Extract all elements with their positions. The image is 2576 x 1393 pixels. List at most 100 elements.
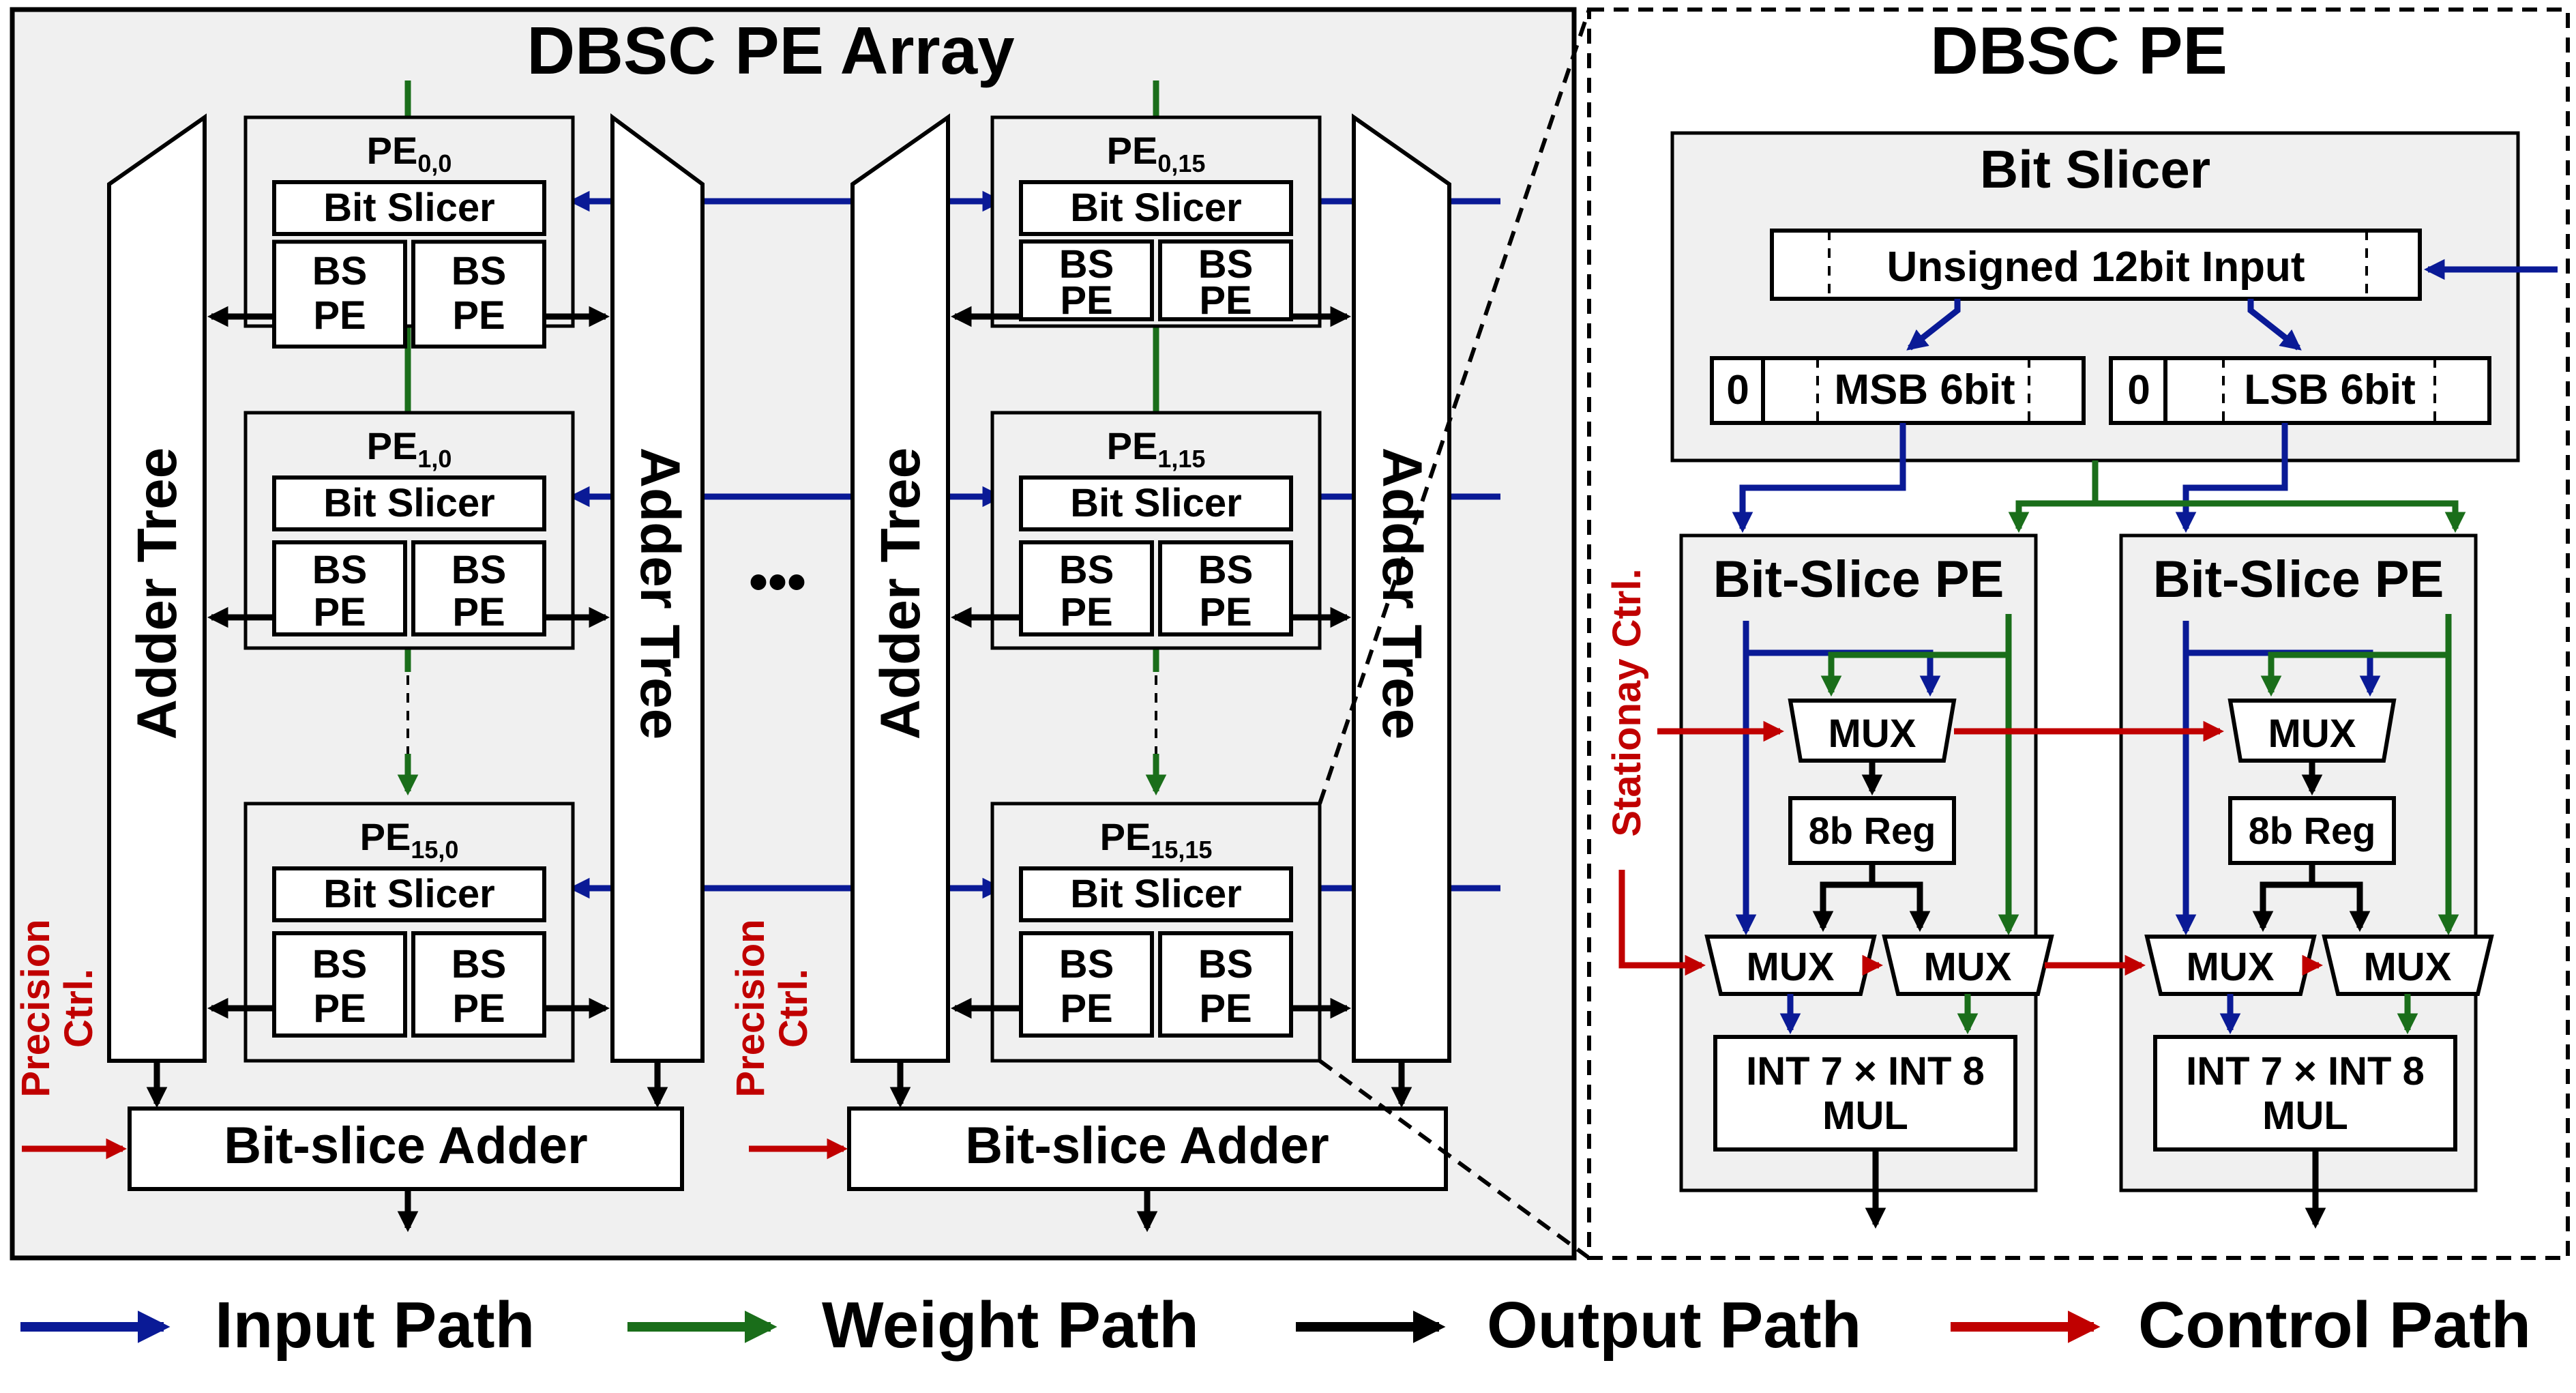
bs-pe-label: PE [1060, 590, 1112, 634]
mux-label: MUX [1829, 712, 1916, 756]
bit-slicer-label: Bit Slicer [1070, 481, 1241, 525]
bs-pe-label: PE [452, 986, 505, 1031]
svg-text:Precision: Precision [14, 919, 58, 1097]
weight-lines-col0 [397, 80, 1167, 796]
bs-pe-label: BS [312, 249, 368, 293]
mul-label: INT 7 × INT 8 [2186, 1049, 2425, 1094]
lsb-pad-zero: 0 [2127, 367, 2150, 413]
column-ellipsis: ••• [749, 551, 806, 612]
pe-block: PE15,0 Bit Slicer BS PE BS PE [243, 802, 575, 1063]
zoom-line [1318, 1059, 1590, 1260]
legend-control-path: Control Path [1951, 1289, 2531, 1362]
bs-pe-label: PE [452, 293, 505, 338]
adder-tree-label: Adder Tree [870, 448, 932, 739]
pe-block: PE15,15 Bit Slicer BS PE BS PE [990, 802, 1322, 1063]
bit-slicer-title: Bit Slicer [1980, 139, 2210, 199]
mux-label: MUX [1924, 945, 2012, 989]
mux-label: MUX [2364, 945, 2452, 989]
bs-pe-label: BS [1198, 548, 1254, 592]
bit-slice-adder [847, 1106, 1448, 1191]
svg-text:Stationay Ctrl.: Stationay Ctrl. [1605, 568, 1649, 836]
pe-label: PE15,0 [360, 815, 459, 864]
bs-pe-label: BS [451, 249, 507, 293]
bit-slicer-label: Bit Slicer [323, 872, 494, 916]
mux [2144, 935, 2317, 996]
bit-slice-adder [128, 1106, 684, 1191]
svg-text:Weight Path: Weight Path [822, 1289, 1199, 1362]
adder-tree-left [850, 113, 950, 1063]
svg-text:Control Path: Control Path [2138, 1289, 2531, 1362]
bs-pe-label: BS [312, 548, 368, 592]
legend-output-path: Output Path [1296, 1289, 1861, 1362]
stationary-ctrl: Stationay Ctrl. [1605, 568, 2324, 976]
bs-pe-label: PE [452, 590, 505, 634]
pe-label: PE1,0 [367, 424, 452, 473]
legend-weight-path: Weight Path [627, 1289, 1199, 1362]
lsb-register [2109, 356, 2491, 425]
msb-label: MSB 6bit [1834, 366, 2015, 413]
bit-slicer-label: Bit Slicer [1070, 872, 1241, 916]
pe-label: PE0,0 [367, 129, 452, 177]
bs-pe-label: PE [1199, 590, 1252, 634]
reg-label: 8b Reg [2249, 809, 2376, 852]
mul-label: MUL [2262, 1094, 2348, 1138]
svg-text:Output Path: Output Path [1487, 1289, 1861, 1362]
pe-array-title: DBSC PE Array [527, 13, 1014, 88]
mux-label: MUX [2268, 712, 2356, 756]
bs-pe-label: BS [1059, 942, 1114, 986]
pe-label: PE0,15 [1107, 129, 1206, 177]
adder-tree-right [610, 113, 705, 1063]
legend: Input Path Weight Path Output Path Contr… [20, 1289, 2531, 1362]
bit-slice-pe: Bit-Slice PE MUX 8b Reg MUX MUX INT 7 × … [1679, 533, 2054, 1229]
mux-label: MUX [1747, 945, 1835, 989]
pe-block: PE1,15 Bit Slicer BS PE BS PE [990, 411, 1322, 650]
zoom-line [1318, 9, 1591, 804]
bit-slicer-label: Bit Slicer [323, 481, 494, 525]
bs-pe-label: PE [1199, 278, 1252, 323]
bit-slice-adder-label: Bit-slice Adder [224, 1117, 588, 1175]
input-register [1770, 229, 2422, 301]
bs-pe-label: BS [1059, 548, 1114, 592]
pe-label: PE1,15 [1107, 424, 1206, 473]
msb-register [1710, 356, 2086, 425]
mux-label: MUX [2187, 945, 2275, 989]
bit-slice-pe: Bit-Slice PE MUX 8b Reg MUX MUX INT 7 × … [2119, 533, 2494, 1229]
svg-text:Ctrl.: Ctrl. [771, 969, 816, 1048]
svg-text:Input Path: Input Path [215, 1289, 535, 1362]
mul-label: MUL [1822, 1094, 1908, 1138]
bit-slice-pe-title: Bit-Slice PE [1713, 551, 2004, 608]
legend-input-path: Input Path [20, 1289, 535, 1362]
pe-block: PE0,15 Bit Slicer BS PE BS PE [990, 115, 1322, 328]
bit-slice-pe-title: Bit-Slice PE [2153, 551, 2444, 608]
mux [1882, 935, 2054, 996]
bs-pe-label: BS [451, 548, 507, 592]
input-register-label: Unsigned 12bit Input [1886, 244, 2305, 291]
adder-tree-label: Adder Tree [126, 448, 188, 739]
bs-pe-label: PE [313, 590, 366, 634]
adder-tree-left [107, 113, 207, 1063]
pe-block: PE0,0 Bit Slicer BS PE BS PE [243, 115, 575, 349]
pe-label: PE15,15 [1100, 815, 1213, 864]
dbsc-pe-title: DBSC PE [1930, 13, 2227, 88]
output-lines [146, 306, 1412, 1233]
reg-label: 8b Reg [1809, 809, 1936, 852]
bs-pe-label: PE [1199, 986, 1252, 1031]
bs-pe-label: PE [1060, 278, 1112, 323]
mux [2227, 699, 2397, 763]
bit-slicer-label: Bit Slicer [323, 186, 494, 230]
mux [2322, 935, 2494, 996]
svg-text:Precision: Precision [728, 919, 773, 1097]
bs-pe-label: BS [451, 942, 507, 986]
pe-block: PE1,0 Bit Slicer BS PE BS PE [243, 411, 575, 650]
mux [1788, 699, 1957, 763]
bs-pe-label: BS [1198, 942, 1254, 986]
adder-tree-right [1352, 113, 1451, 1063]
bs-pe-label: PE [1060, 986, 1112, 1031]
mul-label: INT 7 × INT 8 [1746, 1049, 1985, 1094]
int-mul [2153, 1035, 2457, 1152]
mux [1704, 935, 1877, 996]
bs-pe-label: PE [313, 986, 366, 1031]
adder-tree-label: Adder Tree [629, 448, 691, 739]
precision-ctrl: Precision Ctrl. Precision Ctrl. [14, 919, 848, 1160]
